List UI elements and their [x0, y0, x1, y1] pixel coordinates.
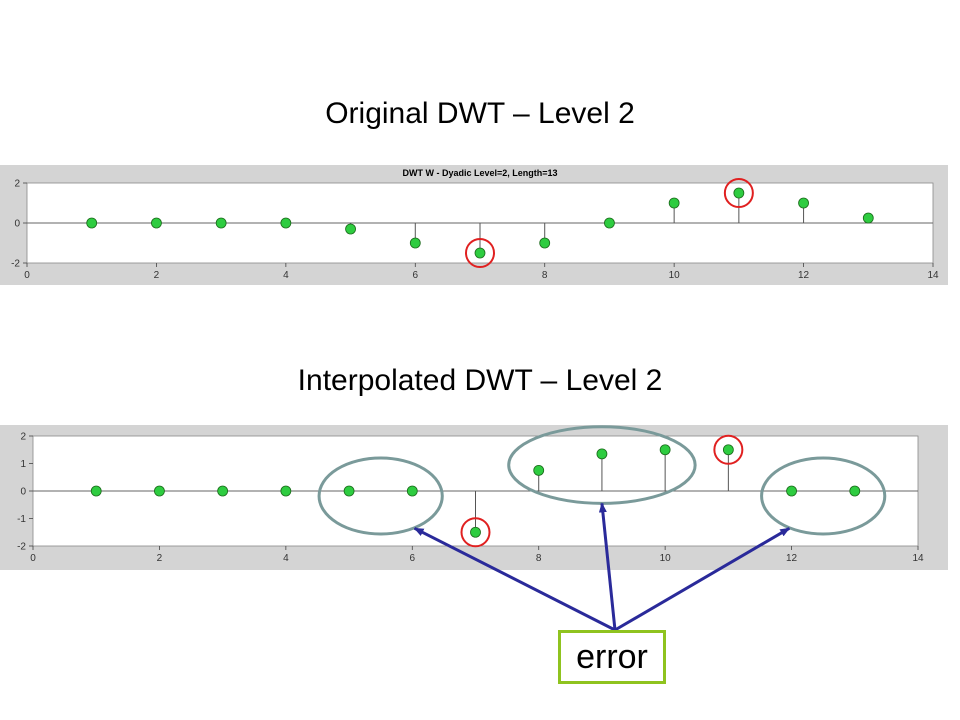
data-point	[343, 485, 355, 497]
error-arrow	[413, 526, 616, 632]
x-tick-label: 2	[154, 270, 160, 281]
error-arrow	[598, 502, 617, 631]
data-point	[659, 444, 671, 456]
data-point	[533, 464, 545, 476]
data-point	[849, 485, 861, 497]
x-tick-label: 12	[786, 553, 798, 564]
y-tick-label: -2	[11, 259, 20, 270]
interpolated-dwt-heading: Interpolated DWT – Level 2	[297, 364, 663, 397]
data-point	[86, 217, 98, 229]
data-point	[280, 485, 292, 497]
highlight-circle	[713, 434, 744, 465]
chart-title: DWT W - Dyadic Level=2, Length=13	[402, 168, 557, 178]
y-tick-label: -2	[17, 542, 26, 553]
data-point	[733, 187, 745, 199]
x-tick-label: 8	[542, 270, 548, 281]
data-point	[862, 212, 874, 224]
y-tick-label: 0	[14, 219, 20, 230]
original-dwt-heading: Original DWT – Level 2	[325, 97, 635, 130]
y-tick-label: 1	[20, 459, 26, 470]
x-tick-label: 10	[669, 270, 681, 281]
x-tick-label: 12	[798, 270, 810, 281]
x-tick-label: 6	[410, 553, 416, 564]
x-tick-label: 4	[283, 553, 289, 564]
original-dwt-chart: DWT W - Dyadic Level=2, Length=13 0 2 4 6 8 10…	[0, 165, 948, 285]
highlight-circle	[723, 178, 754, 208]
data-point	[151, 217, 162, 229]
x-tick-label: 0	[24, 270, 30, 281]
error-arrow	[614, 527, 791, 632]
data-point	[604, 217, 615, 229]
data-point	[154, 485, 165, 497]
x-tick-label: 10	[660, 553, 672, 564]
data-point	[596, 448, 608, 460]
y-tick-label: -1	[17, 514, 26, 525]
y-tick-label: 2	[20, 432, 26, 443]
y-tick-label: 2	[14, 179, 20, 190]
highlight-circle	[465, 238, 495, 268]
x-tick-label: 6	[413, 270, 419, 281]
x-tick-label: 0	[30, 553, 36, 564]
data-point	[90, 485, 102, 497]
highlight-circle	[460, 517, 491, 548]
data-point	[217, 485, 229, 497]
error-label-box: error	[558, 630, 666, 684]
data-point	[668, 197, 680, 209]
data-point	[345, 223, 356, 235]
error-ellipse	[760, 456, 887, 536]
data-point	[539, 237, 551, 249]
data-point	[798, 197, 809, 209]
error-label: error	[576, 637, 648, 676]
data-point	[406, 485, 418, 497]
x-tick-label: 14	[927, 270, 939, 281]
data-point	[215, 217, 227, 229]
data-point	[722, 444, 734, 456]
data-point	[474, 247, 486, 259]
x-tick-label: 8	[536, 553, 542, 564]
x-tick-label: 2	[157, 553, 163, 564]
x-tick-label: 14	[912, 553, 924, 564]
data-point	[409, 237, 421, 249]
error-ellipse	[317, 456, 444, 536]
data-point	[470, 526, 481, 538]
error-annotations	[317, 425, 887, 632]
data-point	[280, 217, 292, 229]
x-tick-label: 4	[283, 270, 289, 281]
data-point	[786, 485, 797, 497]
y-tick-label: 0	[20, 487, 26, 498]
